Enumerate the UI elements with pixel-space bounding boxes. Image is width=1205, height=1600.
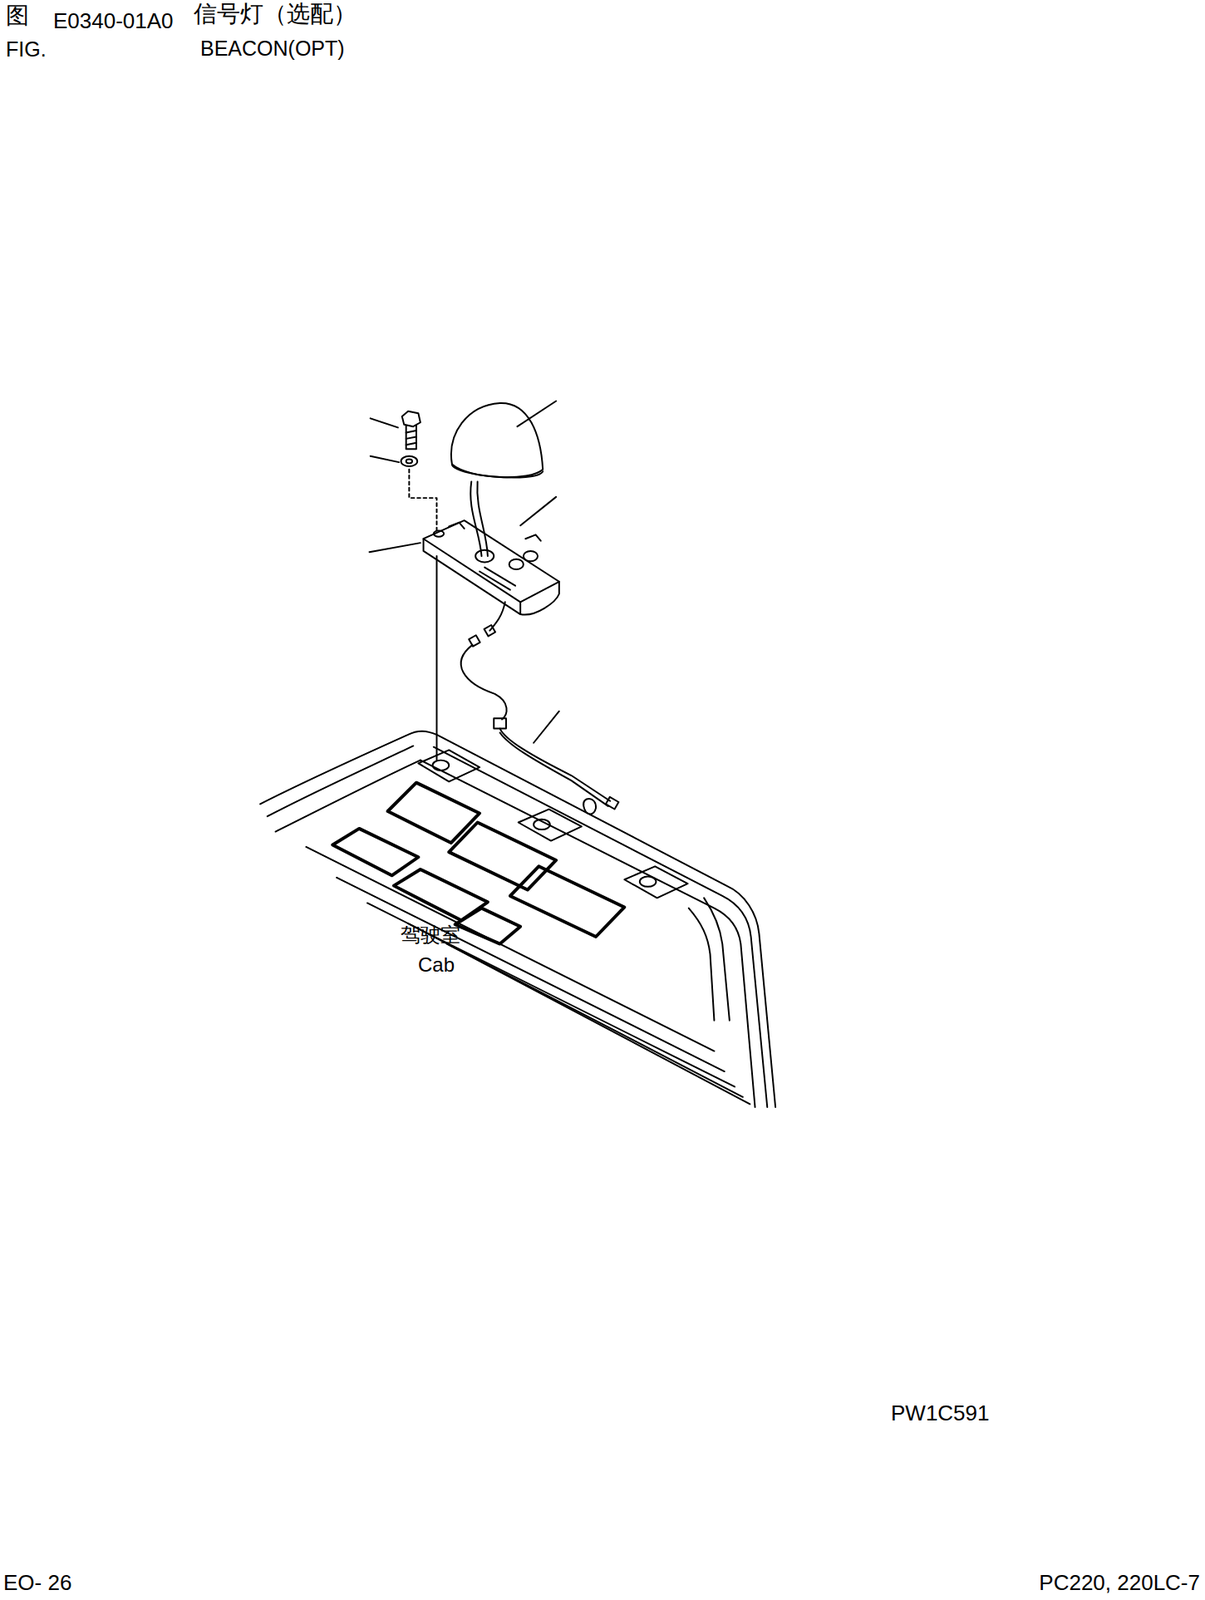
- bracket: [368, 496, 559, 761]
- wiring-harness: [461, 601, 620, 809]
- figure-title-cn: 信号灯（选配）: [193, 1, 357, 28]
- cab-roof: [260, 731, 776, 1107]
- page-number: EO- 26: [3, 1570, 72, 1595]
- figure-marker: 图: [5, 3, 30, 30]
- drawing-number: PW1C591: [890, 1401, 990, 1426]
- bolt: [370, 411, 421, 449]
- figure-marker: FIG.: [5, 38, 47, 62]
- part-name: Cab: [418, 954, 455, 976]
- figure-number: E0340-01A0: [53, 9, 174, 34]
- washer: [370, 456, 438, 532]
- figure-title: BEACON(OPT): [200, 37, 345, 61]
- beacon-lamp: [451, 400, 556, 556]
- model-name: PC220, 220LC-7: [1038, 1570, 1201, 1595]
- part-name-cn: 驾驶室: [400, 924, 461, 946]
